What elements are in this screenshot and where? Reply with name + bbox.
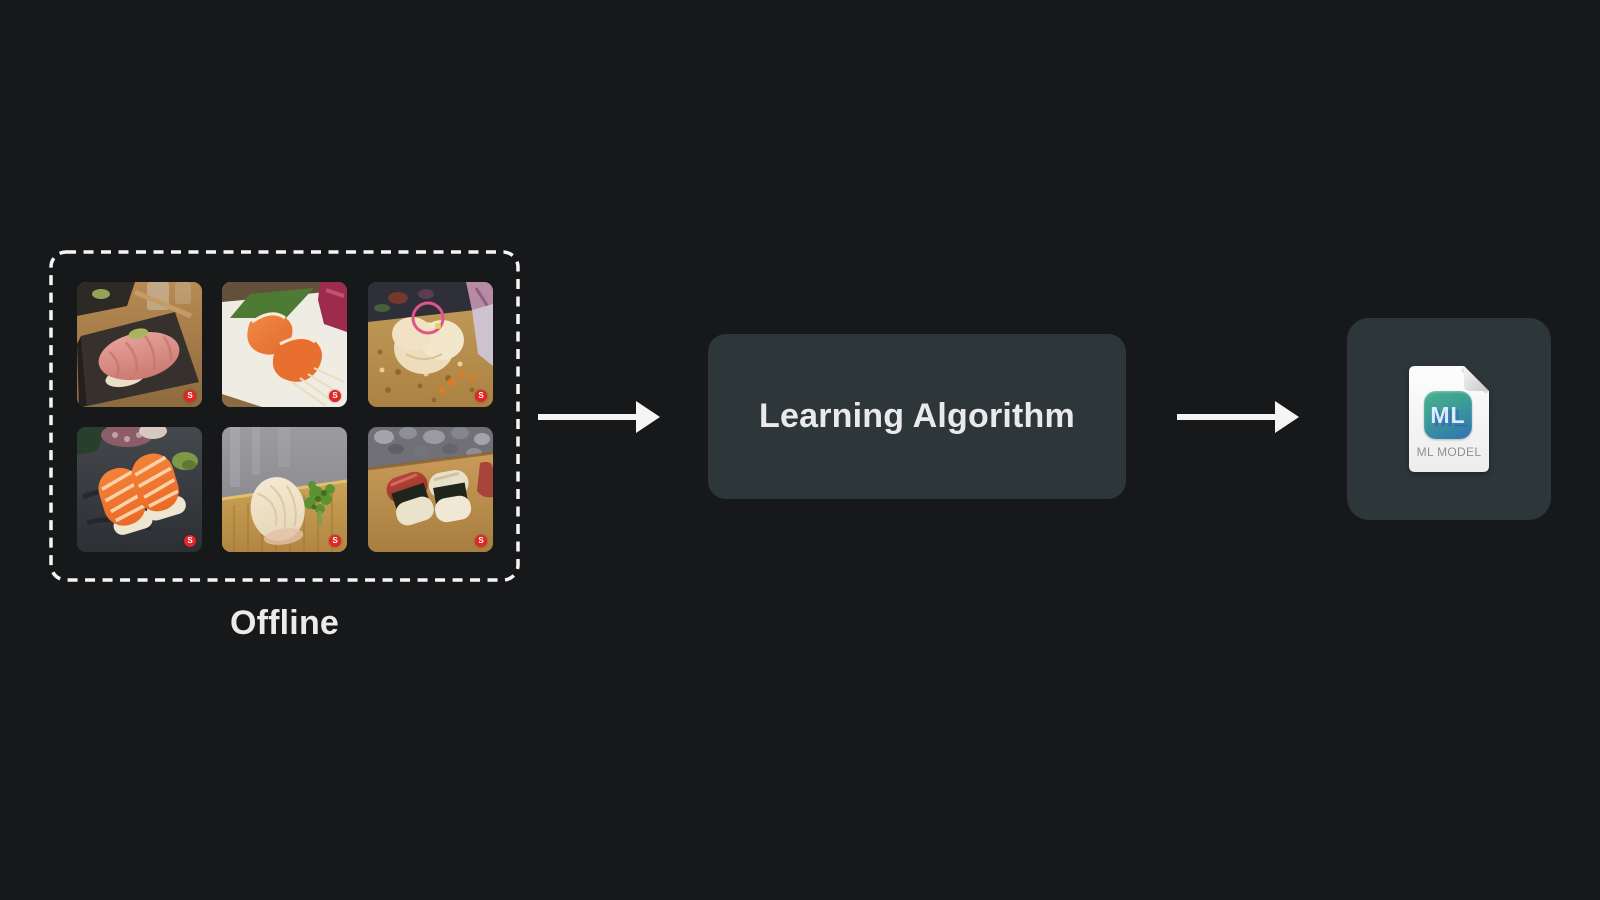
ml-model-box: ML ML MODEL [1347, 318, 1551, 520]
sushi-photo-salmon-nigiri-pair: S [77, 427, 202, 552]
watermark-badge: S [475, 535, 487, 547]
white-fish-nigiri-illustration [222, 427, 347, 552]
scallop-sashimi-illustration [368, 282, 493, 407]
tuna-nigiri-illustration [77, 282, 202, 407]
coreml-app-icon: ML [1424, 391, 1472, 439]
learning-algorithm-box: Learning Algorithm [708, 334, 1126, 499]
watermark-badge: S [329, 390, 341, 402]
offline-label: Offline [229, 604, 340, 642]
dataset-dashed-border [49, 250, 520, 582]
learning-algorithm-label: Learning Algorithm [759, 397, 1075, 435]
watermark-badge: S [329, 535, 341, 547]
nori-nigiri-illustration [368, 427, 493, 552]
salmon-sashimi-illustration [222, 282, 347, 407]
arrow-right-icon [538, 401, 660, 433]
sushi-photo-salmon-sashimi: S [222, 282, 347, 407]
sushi-photo-nori-nigiri: S [368, 427, 493, 552]
watermark-badge: S [184, 535, 196, 547]
ml-model-file-label: ML MODEL [1416, 445, 1482, 459]
salmon-nigiri-illustration [77, 427, 202, 552]
sushi-photo-scallop-sashimi: S [368, 282, 493, 407]
arrow-right-icon [1177, 401, 1299, 433]
sushi-photo-white-fish-nigiri: S [222, 427, 347, 552]
dataset-group [49, 250, 520, 582]
coreml-icon-letters: ML [1430, 401, 1466, 428]
watermark-badge: S [184, 390, 196, 402]
watermark-badge: S [475, 390, 487, 402]
ml-model-file-icon: ML ML MODEL [1406, 363, 1492, 475]
sushi-photo-tuna-nigiri: S [77, 282, 202, 407]
